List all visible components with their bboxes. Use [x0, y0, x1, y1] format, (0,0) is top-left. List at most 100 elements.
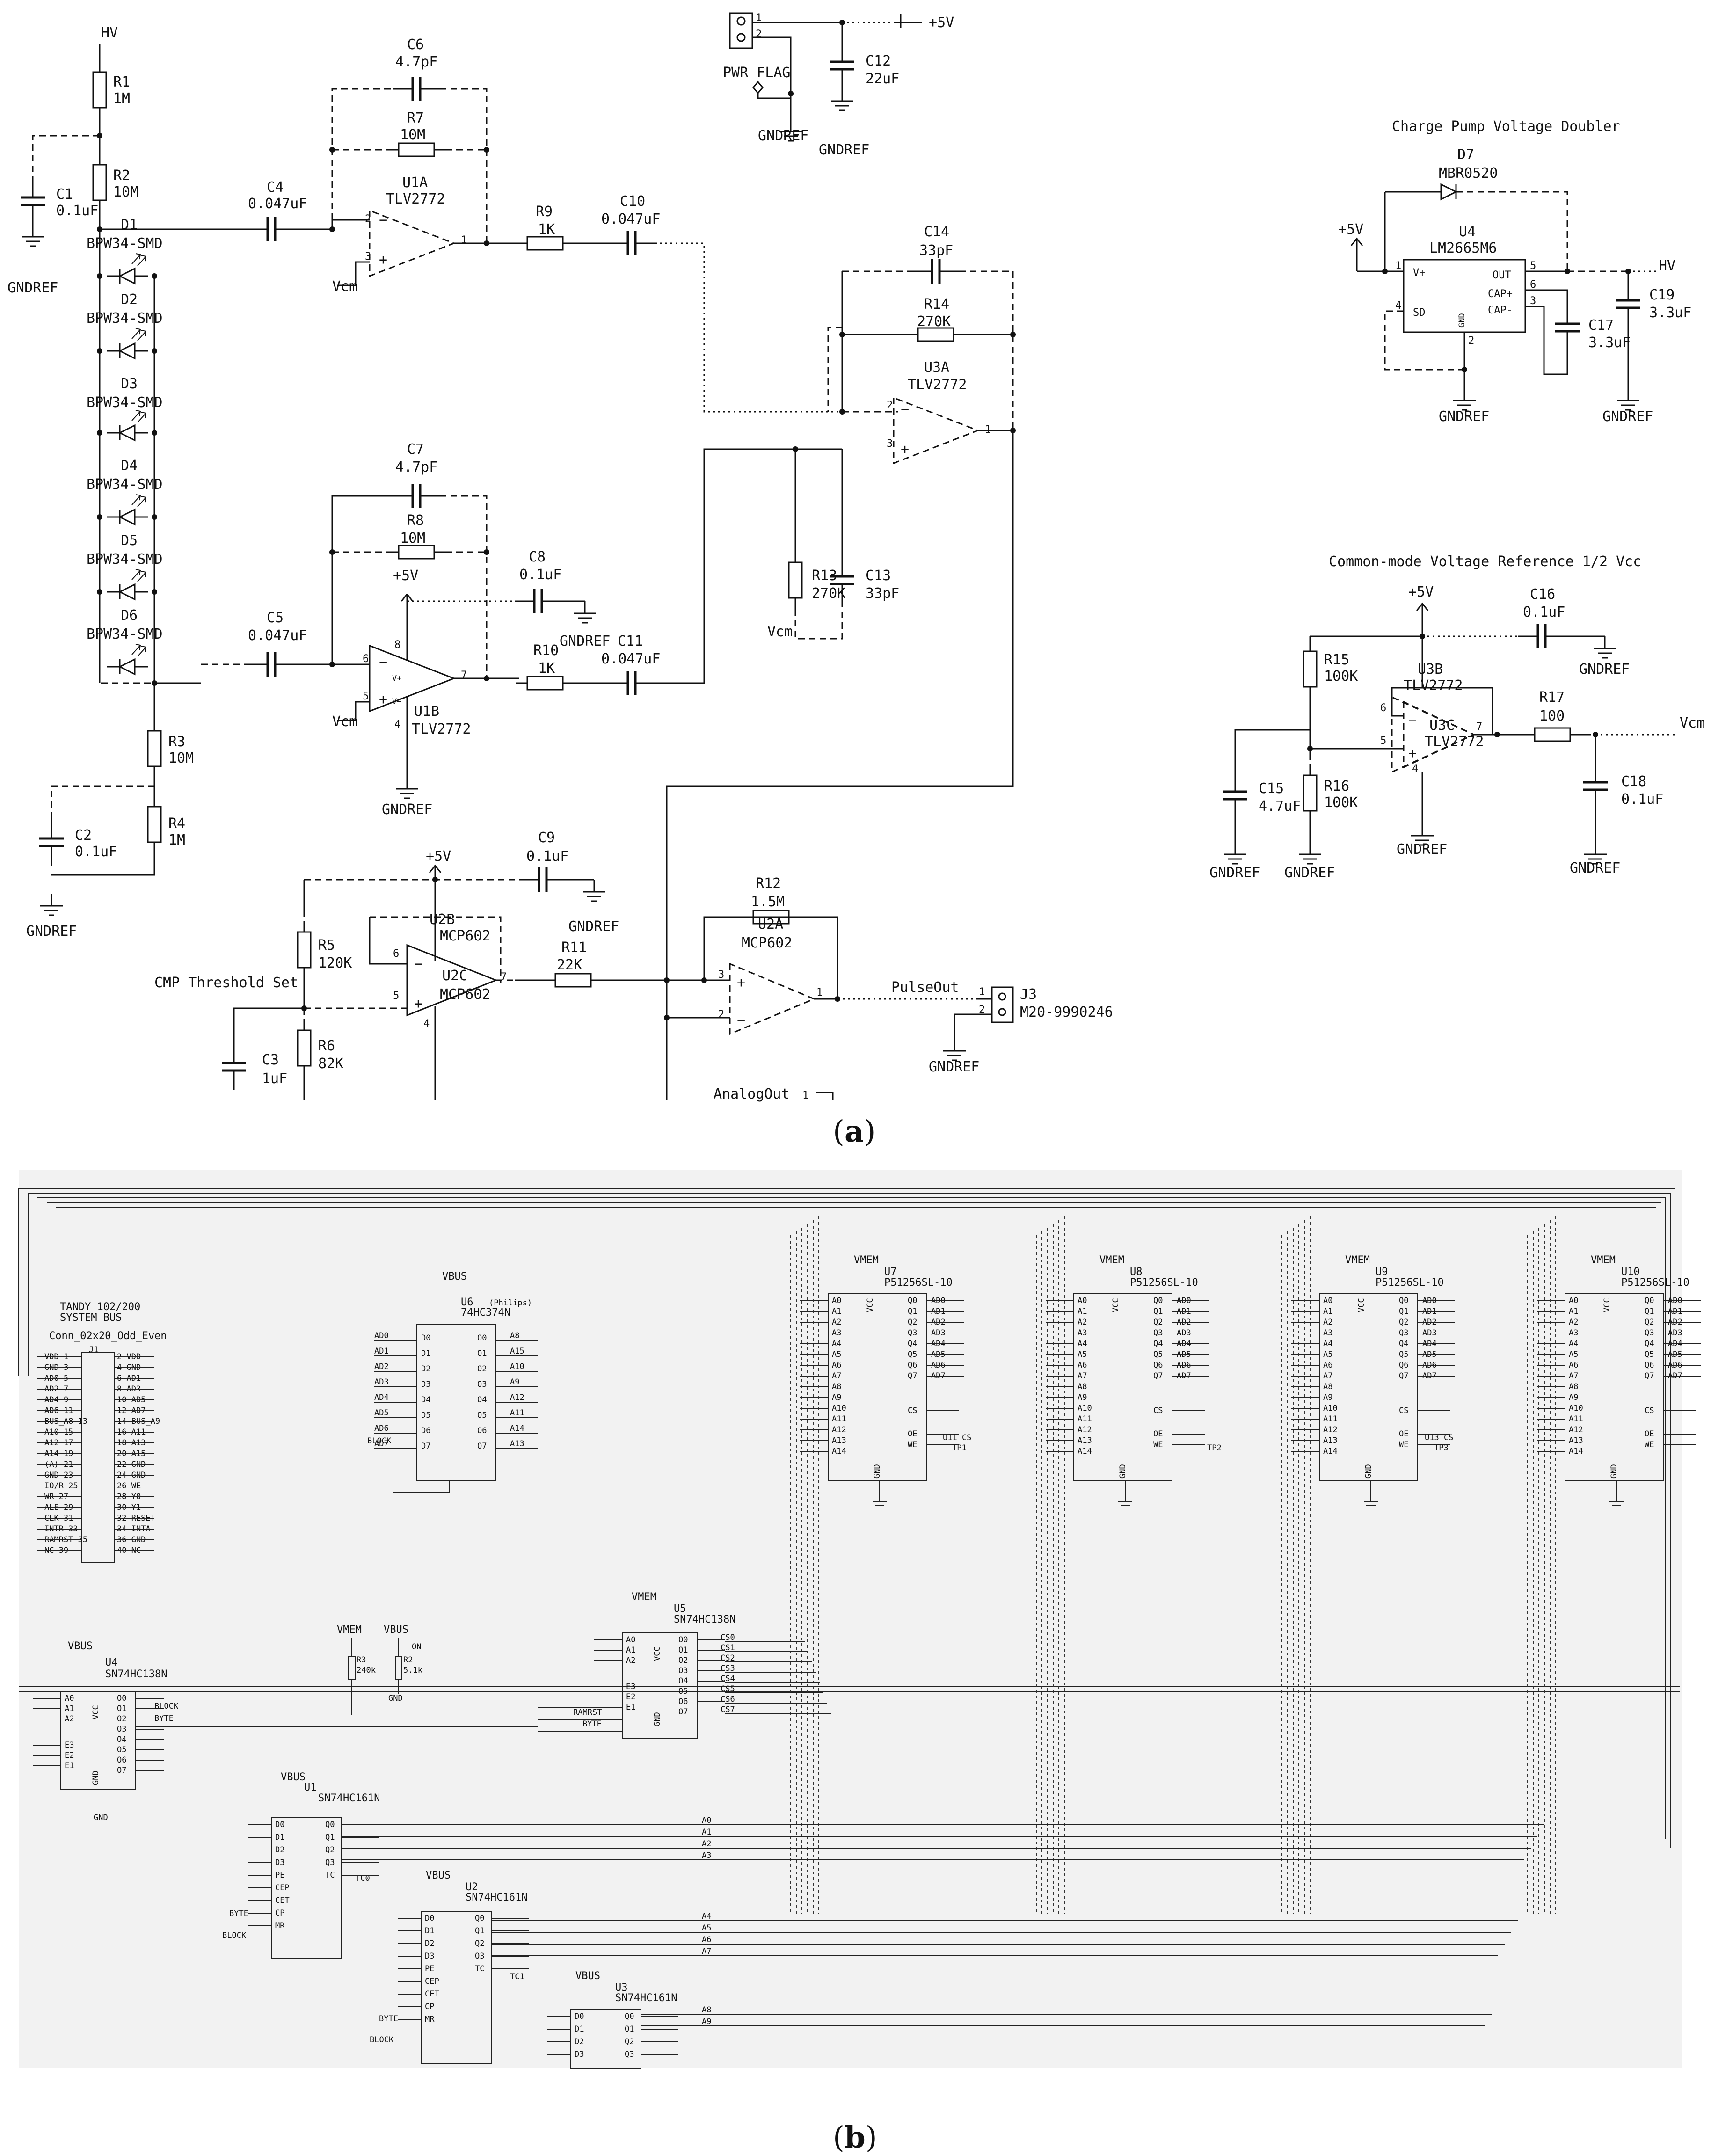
- sram-addr-pin: A13: [832, 1436, 846, 1445]
- chip-u2: [421, 1911, 492, 2064]
- u4-value: LM2665M6: [1429, 240, 1497, 256]
- sram-data-pin: Q5: [1399, 1350, 1408, 1359]
- resistor-r14: [906, 327, 966, 342]
- sram-ref: U10: [1621, 1266, 1640, 1278]
- u6-out-net: A11: [510, 1408, 524, 1418]
- sram-data-pin: Q1: [908, 1307, 917, 1316]
- svg-text:+: +: [901, 441, 909, 458]
- r10-value: 1K: [538, 660, 555, 677]
- net-hv: HV: [101, 25, 118, 41]
- net-vcm-u1b: Vcm: [332, 714, 357, 730]
- u2b-ref: U2B: [430, 911, 455, 928]
- sram-addr-pin: A0: [832, 1296, 841, 1305]
- resistor-r1: [92, 60, 107, 120]
- u2-byte: BYTE: [379, 2014, 398, 2024]
- u3-ref: U3: [615, 1982, 628, 1994]
- sram-addr-pin: A11: [1569, 1414, 1583, 1424]
- sram-addr-pin: A14: [1569, 1447, 1583, 1456]
- resistor-r16: [1303, 763, 1318, 823]
- sram-addr-pin: A11: [832, 1414, 846, 1424]
- sram-ctrl-pin: CS: [1153, 1406, 1163, 1415]
- sram-data-pin: Q6: [1645, 1361, 1654, 1370]
- net-vcm-u3: Vcm: [767, 624, 793, 640]
- sram-addr-pin: A9: [1323, 1393, 1332, 1402]
- net-5v-cp: +5V: [1338, 221, 1363, 238]
- sram-u9: VMEMU9P51256SL-10VCCGNDA0A1A2A3A4A5A6A7A…: [1281, 1216, 1455, 1914]
- svg-text:D6: D6: [421, 1426, 430, 1435]
- addr-net: A5: [702, 1923, 711, 1933]
- svg-text:2: 2: [1468, 335, 1474, 347]
- sram-ctrl-pin: OE: [908, 1429, 917, 1439]
- sram-addr-pin: A10: [832, 1404, 846, 1413]
- net-u11-cs: U11_CS: [943, 1433, 971, 1442]
- addr-net: A7: [702, 1947, 711, 1956]
- r6-value: 82K: [318, 1056, 343, 1072]
- r4-ref: R4: [168, 816, 185, 832]
- u4-ref: U4: [1459, 224, 1476, 240]
- svg-text:O6: O6: [477, 1426, 487, 1435]
- pwr-flag: PWR_FLAG: [723, 65, 791, 81]
- u6-out-net: A10: [510, 1362, 524, 1371]
- dec-out-pin: O5: [678, 1687, 688, 1696]
- c6-ref: C6: [407, 36, 424, 53]
- u3a-ref: U3A: [924, 359, 949, 376]
- c17-value: 3.3uF: [1588, 335, 1631, 351]
- svg-text:O7: O7: [477, 1442, 487, 1451]
- sram-data-pin: Q2: [908, 1318, 917, 1327]
- comparator-u2a: [729, 962, 816, 1035]
- sram-ctrl-pin: CS: [1645, 1406, 1654, 1415]
- counter-pin: MR: [275, 1921, 285, 1930]
- sram-gnd: GND: [873, 1464, 882, 1479]
- d1-ref: D1: [121, 217, 138, 233]
- dec-in-pin: E2: [626, 1692, 635, 1702]
- sram-data-pin: Q0: [908, 1296, 917, 1305]
- sram-addr-pin: A9: [1569, 1393, 1578, 1402]
- u2-vbus: VBUS: [426, 1870, 451, 1881]
- svg-text:3: 3: [718, 969, 724, 981]
- cs-net: CS1: [721, 1643, 735, 1653]
- sram-vcc: VCC: [866, 1298, 875, 1312]
- sram-addr-pin: A10: [1569, 1404, 1583, 1413]
- svg-text:+: +: [379, 252, 387, 268]
- svg-text:+: +: [1408, 745, 1417, 762]
- opamp-u1b: [369, 644, 456, 713]
- sram-addr-pin: A6: [1078, 1361, 1087, 1370]
- resistor-r3: [147, 719, 162, 779]
- sram-ctrl-pin: OE: [1645, 1429, 1654, 1439]
- u6-in-net: AD5: [374, 1408, 389, 1418]
- addr-net: A2: [702, 1839, 711, 1849]
- sram-addr-pin: A5: [1323, 1350, 1332, 1359]
- dec-out-pin: O0: [678, 1635, 688, 1645]
- c4-ref: C4: [267, 179, 284, 196]
- c16-ref: C16: [1530, 586, 1555, 603]
- counter-pin: D2: [575, 2037, 584, 2047]
- photodiode-d4: [106, 494, 149, 525]
- dec-in-pin: A1: [65, 1704, 74, 1713]
- u4-pin-vplus: V+: [1413, 267, 1426, 279]
- u6-in-net: AD2: [374, 1362, 389, 1371]
- dec-out-pin: O5: [117, 1745, 126, 1755]
- u2-value: SN74HC161N: [466, 1892, 527, 1903]
- u6-out-net: A12: [510, 1393, 524, 1402]
- sram-value: P51256SL-10: [1130, 1277, 1198, 1289]
- sram-addr-pin: A8: [832, 1382, 841, 1391]
- c19-value: 3.3uF: [1649, 305, 1691, 321]
- u6-vbus: VBUS: [442, 1271, 467, 1282]
- r11-ref: R11: [561, 940, 587, 956]
- c6-value: 4.7pF: [395, 54, 437, 70]
- c9-ref: C9: [538, 830, 555, 846]
- chip-u4-decoder: [60, 1691, 136, 1790]
- u4b-ref: U4: [105, 1657, 118, 1668]
- u1-ref: U1: [304, 1782, 317, 1793]
- c5-value: 0.047uF: [248, 627, 307, 644]
- u6-in-net: AD1: [374, 1347, 389, 1356]
- counter-pin: Q2: [475, 1939, 484, 1948]
- counter-pin: D1: [575, 2025, 584, 2034]
- d3-ref: D3: [121, 376, 138, 392]
- c8-value: 0.1uF: [519, 567, 561, 583]
- r7-ref: R7: [407, 110, 424, 126]
- gnd-c2: GNDREF: [26, 923, 77, 940]
- svg-text:+: +: [379, 692, 387, 708]
- gnd-c12: GNDREF: [819, 142, 869, 158]
